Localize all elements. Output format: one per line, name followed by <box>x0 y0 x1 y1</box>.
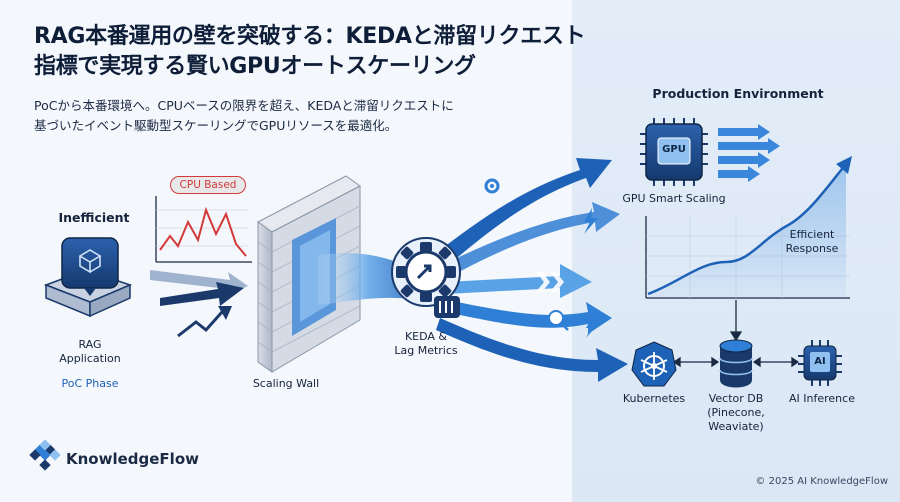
scaling-wall-icon <box>257 175 361 373</box>
cpu-based-badge: CPU Based <box>170 176 246 194</box>
title-line-1: RAG本番運用の壁を突破する：KEDAと滞留リクエスト <box>34 24 586 49</box>
production-environment-title: Production Environment <box>652 86 824 101</box>
gpu-chip-text: GPU <box>662 144 686 155</box>
vector-db-label-line-1: Vector DB <box>708 392 764 405</box>
keda-label-line-2: Lag Metrics <box>394 344 458 357</box>
incoming-arrows <box>150 270 248 338</box>
scaling-wall-label: Scaling Wall <box>252 377 320 390</box>
keda-label: KEDA & Lag Metrics <box>380 330 472 358</box>
page-subtitle: PoCから本番環境へ。CPUベースの限界を超え、KEDAと滞留リクエストに 基づ… <box>34 96 454 136</box>
vector-db-label-line-2: (Pinecone, Weaviate) <box>707 406 765 433</box>
brand-name: KnowledgeFlow <box>66 450 199 468</box>
title-line-2: 指標で実現する賢いGPUオートスケーリング <box>34 54 476 79</box>
keda-label-line-1: KEDA & <box>404 330 448 343</box>
efficient-response-label: Efficient Response <box>772 228 852 256</box>
keda-gear-icon <box>391 237 461 318</box>
vector-db-icon <box>719 339 753 388</box>
flow-streams <box>318 158 628 382</box>
lightning-icon <box>584 208 598 338</box>
ai-inference-label: AI Inference <box>789 392 855 405</box>
subtitle-line-2: 基づいたイベント駆動型スケーリングでGPUリソースを最適化。 <box>34 118 398 133</box>
rag-app-label-line-1: RAG <box>78 338 102 351</box>
rag-app-icon <box>43 237 133 318</box>
subtitle-line-1: PoCから本番環境へ。CPUベースの限界を超え、KEDAと滞留リクエストに <box>34 98 454 113</box>
cpu-chart-icon <box>155 196 252 263</box>
ai-chip-text: AI <box>814 356 826 367</box>
knowledgeflow-logo-icon <box>29 439 61 471</box>
kubernetes-label: Kubernetes <box>622 392 686 405</box>
rag-app-label-line-2: Application <box>59 352 121 365</box>
gpu-smart-scaling-label: GPU Smart Scaling <box>622 192 726 205</box>
efficient-response-line-2: Response <box>785 242 839 255</box>
search-icon <box>548 310 569 331</box>
gear-small-icon <box>484 178 500 194</box>
efficient-response-line-1: Efficient <box>789 228 835 241</box>
poc-phase-label: PoC Phase <box>61 377 119 390</box>
page-title: RAG本番運用の壁を突破する：KEDAと滞留リクエスト 指標で実現する賢いGPU… <box>34 22 594 82</box>
efficient-response-chart <box>645 156 852 299</box>
connector-lines <box>672 300 800 368</box>
ai-chip-icon <box>798 340 842 386</box>
rag-app-label: RAG Application <box>40 338 140 366</box>
kubernetes-icon <box>631 341 677 387</box>
gpu-output-arrows <box>718 124 780 182</box>
copyright-text: © 2025 AI KnowledgeFlow <box>755 476 888 487</box>
vector-db-label: Vector DB (Pinecone, Weaviate) <box>680 392 792 434</box>
inefficient-label: Inefficient <box>58 210 130 225</box>
gpu-chip-icon <box>640 118 708 186</box>
